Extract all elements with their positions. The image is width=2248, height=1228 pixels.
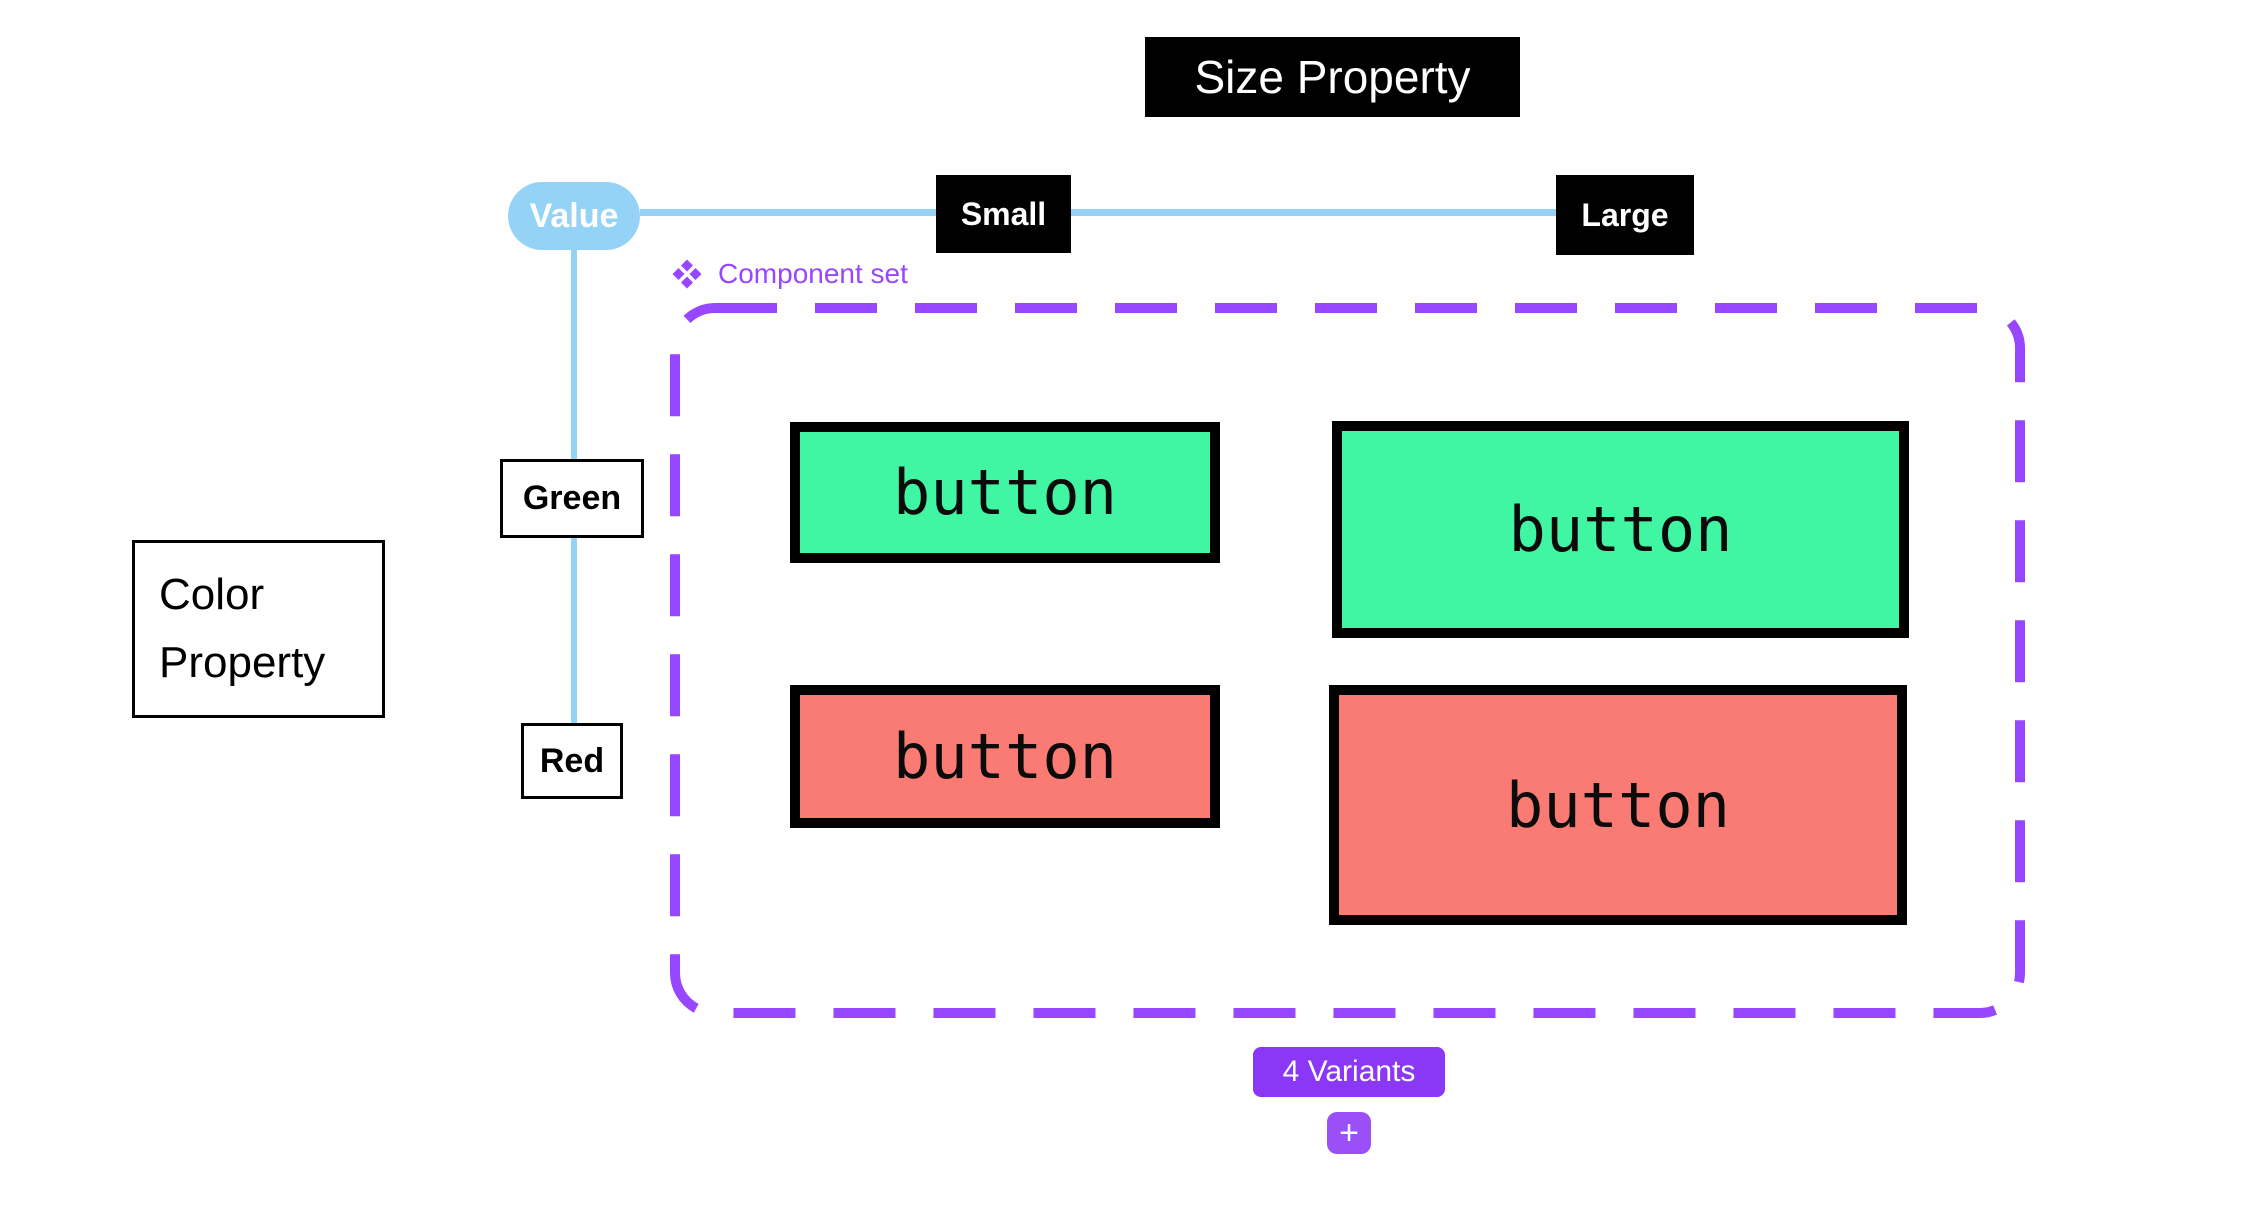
size-property-title-label: Size Property: [1194, 51, 1471, 103]
plus-icon: +: [1339, 1114, 1359, 1152]
size-option-large: Large: [1556, 175, 1694, 255]
size-connector-line: [640, 209, 1556, 216]
component-set-dashed-border: [670, 303, 2025, 1018]
color-property-title-label: Color Property: [159, 569, 326, 687]
size-option-large-label: Large: [1581, 196, 1669, 233]
color-option-green: Green: [500, 459, 644, 538]
variant-button-label: button: [1506, 768, 1730, 842]
color-option-green-label: Green: [522, 479, 622, 517]
variant-button-large-green[interactable]: button: [1332, 421, 1909, 638]
component-set-header[interactable]: Component set: [672, 258, 908, 290]
size-property-title: Size Property: [1145, 37, 1520, 117]
variant-button-small-green[interactable]: button: [790, 422, 1220, 563]
variant-button-large-red[interactable]: button: [1329, 685, 1907, 925]
component-diamonds-icon: [672, 259, 702, 289]
variant-button-label: button: [893, 720, 1117, 793]
component-set-boundary: [670, 303, 2025, 1018]
variant-button-label: button: [1508, 493, 1733, 566]
component-set-label: Component set: [718, 258, 908, 289]
add-variant-button[interactable]: +: [1327, 1112, 1371, 1154]
color-option-red: Red: [521, 723, 623, 799]
variant-button-label: button: [893, 456, 1117, 529]
variants-count-badge: 4 Variants: [1253, 1047, 1445, 1097]
value-pill-label: Value: [529, 196, 619, 235]
color-option-red-label: Red: [539, 741, 605, 780]
variant-button-small-red[interactable]: button: [790, 685, 1220, 828]
size-option-small: Small: [936, 175, 1071, 253]
value-pill: Value: [508, 182, 640, 250]
color-property-title: Color Property: [132, 540, 385, 718]
variants-count-label: 4 Variants: [1282, 1055, 1416, 1088]
size-option-small-label: Small: [960, 195, 1047, 232]
